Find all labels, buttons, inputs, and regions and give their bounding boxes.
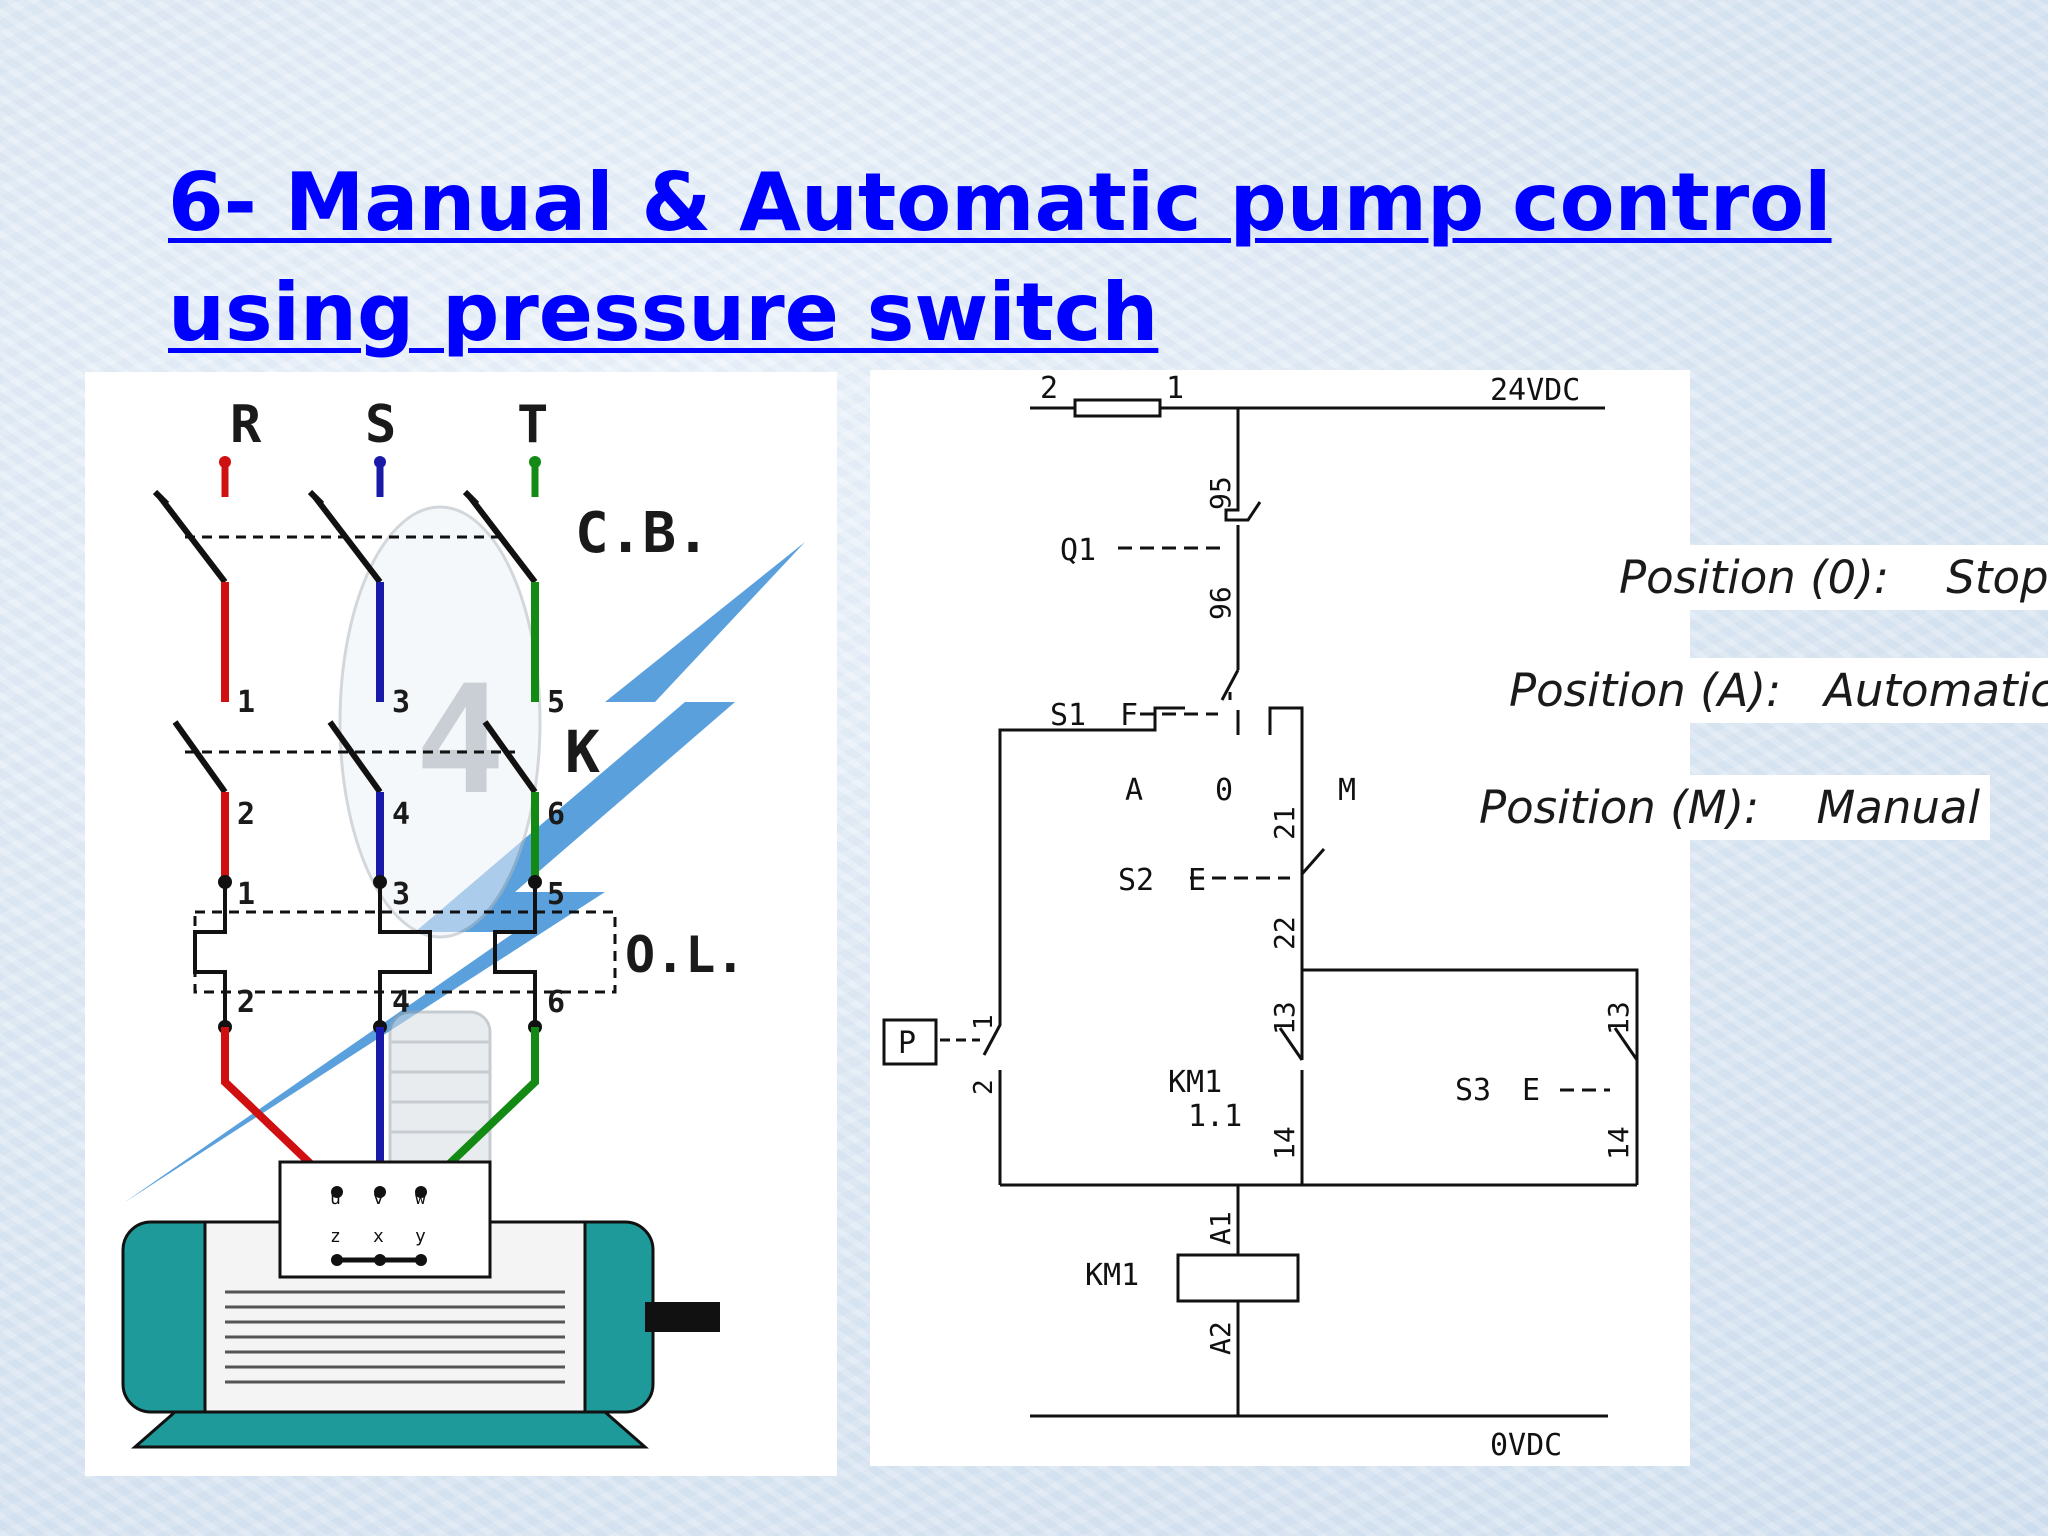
terminal-label: 2: [237, 985, 255, 1020]
motor-terminal-label: x: [373, 1226, 384, 1247]
s3-terminal-bottom: 14: [1602, 1126, 1635, 1160]
supply-top-label: 24VDC: [1490, 373, 1580, 408]
terminal-label: 4: [392, 797, 410, 832]
s2-terminal-bottom: 22: [1268, 916, 1301, 950]
q1-terminal-bottom: 96: [1204, 586, 1237, 620]
pressure-switch-label: P: [898, 1026, 916, 1061]
position-stop-legend: Position (0): Stop: [1605, 545, 2048, 610]
s1-symbol: F: [1120, 698, 1138, 733]
terminal-label: 4: [392, 985, 410, 1020]
km1-aux-terminal-bottom: 14: [1268, 1126, 1301, 1160]
position-value: Manual: [1816, 781, 1980, 834]
control-wiring: [940, 398, 1639, 1418]
pressure-switch-box: [882, 1018, 938, 1066]
phase-r-arrow: [219, 456, 231, 497]
q1-label: Q1: [1060, 533, 1096, 568]
circuit-breaker: [152, 489, 538, 584]
coil-terminal-a2: A2: [1204, 1321, 1237, 1355]
overload-heaters: [193, 887, 537, 1022]
terminal-label: 6: [547, 985, 565, 1020]
contactor: [172, 720, 538, 794]
s1-position-m: M: [1338, 773, 1356, 808]
motor-terminal-label: u: [330, 1188, 341, 1209]
position-value: Automatic: [1824, 664, 2048, 717]
power-circuit-diagram: 4 R S T C.B. 1 3 5 K 2 4 6 1 3 5 O.L.: [121, 395, 805, 1449]
s3-symbol: E: [1522, 1073, 1540, 1108]
motor-terminal-label: y: [415, 1226, 426, 1247]
wire-t-3: [417, 1027, 539, 1195]
pressure-switch-terminal-top: 1: [969, 1014, 999, 1030]
terminal-label: 1: [237, 877, 255, 912]
control-circuit-diagram: 24VDC 0VDC 2 1 Q1 95 96 S1 F A 0 M S2 E …: [882, 371, 1639, 1463]
position-key: Position (M):: [1479, 781, 1760, 834]
motor-icon: [121, 1220, 720, 1449]
lightning-watermark-icon: [125, 542, 805, 1202]
motor-terminal-label: w: [415, 1188, 426, 1209]
position-value: Stop: [1946, 551, 2048, 604]
phase-s-arrow: [374, 456, 386, 497]
terminal-label: 3: [392, 877, 410, 912]
supply-bottom-label: 0VDC: [1490, 1428, 1562, 1463]
wire-r-3: [221, 1027, 343, 1195]
coil-label: KM1: [1085, 1258, 1139, 1293]
pressure-switch-terminal-bottom: 2: [969, 1079, 999, 1095]
s3-label: S3: [1455, 1073, 1491, 1108]
motor-terminal-label: z: [330, 1226, 341, 1247]
motor-terminal-label: v: [373, 1188, 384, 1209]
power-circuit-panel: 4 R S T C.B. 1 3 5 K 2 4 6 1 3 5 O.L.: [85, 372, 837, 1476]
position-key: Position (0):: [1619, 551, 1890, 604]
control-circuit-panel: 24VDC 0VDC 2 1 Q1 95 96 S1 F A 0 M S2 E …: [870, 370, 1690, 1466]
terminal-label: 2: [237, 797, 255, 832]
terminal-label: 3: [392, 685, 410, 720]
terminal-label: 5: [547, 685, 565, 720]
fuse-terminal-left: 2: [1040, 371, 1058, 406]
s2-terminal-top: 21: [1268, 806, 1301, 840]
q1-terminal-top: 95: [1204, 476, 1237, 510]
page-title: 6- Manual & Automatic pump control using…: [168, 156, 1832, 359]
overload-label: O.L.: [625, 926, 745, 984]
position-automatic-legend: Position (A): Automatic: [1495, 658, 2048, 723]
s1-label: S1: [1050, 698, 1086, 733]
s2-label: S2: [1118, 863, 1154, 898]
s1-position-a: A: [1125, 773, 1143, 808]
phase-label-r: R: [230, 395, 262, 455]
km1-aux-label: KM1: [1168, 1065, 1222, 1100]
contactor-label: K: [565, 718, 600, 786]
s3-terminal-top: 13: [1602, 1001, 1635, 1035]
terminal-label: 5: [547, 877, 565, 912]
position-key: Position (A):: [1509, 664, 1782, 717]
s1-position-0: 0: [1215, 773, 1233, 808]
km1-aux-sub-label: 1.1: [1188, 1099, 1242, 1134]
watermark-digit: 4: [415, 654, 505, 828]
s2-symbol: E: [1188, 863, 1206, 898]
phase-label-s: S: [365, 395, 396, 455]
position-manual-legend: Position (M): Manual: [1465, 775, 1990, 840]
coil-terminal-a1: A1: [1204, 1211, 1237, 1245]
terminal-label: 6: [547, 797, 565, 832]
terminal-label: 1: [237, 685, 255, 720]
breaker-label: C.B.: [575, 501, 710, 566]
fuse-terminal-right: 1: [1166, 371, 1184, 406]
phase-label-t: T: [517, 395, 548, 455]
km1-aux-terminal-top: 13: [1268, 1001, 1301, 1035]
phase-t-arrow: [529, 456, 541, 497]
